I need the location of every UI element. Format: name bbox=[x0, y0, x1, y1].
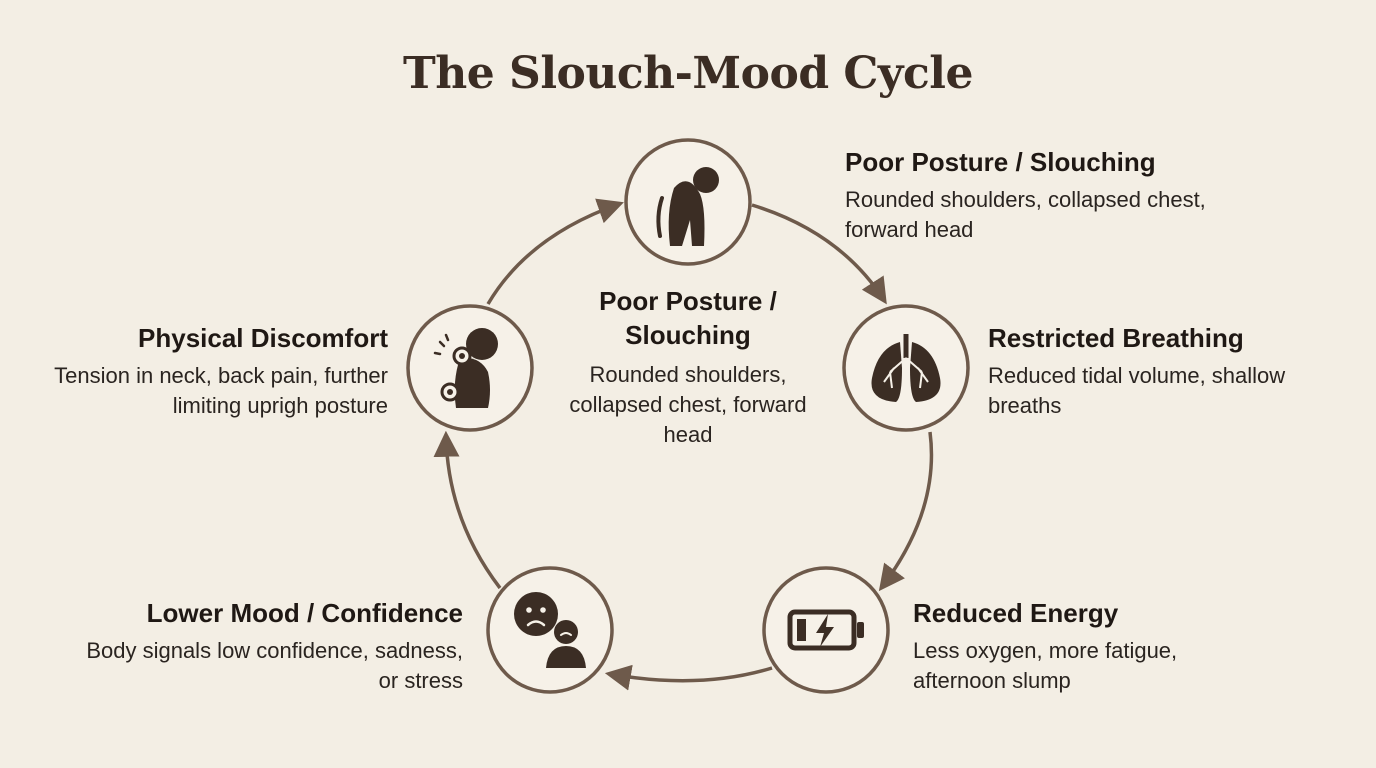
low-battery-icon bbox=[787, 609, 864, 651]
label-energy: Reduced Energy Less oxygen, more fatigue… bbox=[913, 597, 1273, 696]
label-heading: Physical Discomfort bbox=[138, 323, 388, 353]
node-posture bbox=[624, 138, 752, 266]
label-posture: Poor Posture / Slouching Rounded shoulde… bbox=[845, 146, 1225, 245]
center-heading: Poor Posture / Slouching bbox=[599, 286, 777, 350]
label-breathing: Restricted Breathing Reduced tidal volum… bbox=[988, 322, 1318, 421]
node-discomfort bbox=[406, 304, 534, 432]
label-description: Body signals low confidence, sadness, or… bbox=[86, 637, 463, 693]
label-description: Reduced tidal volume, shallow breaths bbox=[988, 362, 1286, 418]
arrow-mood-to-discomfort bbox=[433, 430, 502, 590]
center-description: Rounded shoulders, collapsed chest, forw… bbox=[569, 362, 807, 447]
slouching-person-icon bbox=[656, 167, 719, 247]
label-heading: Poor Posture / Slouching bbox=[845, 147, 1156, 177]
label-description: Less oxygen, more fatigue, afternoon slu… bbox=[913, 637, 1178, 693]
label-discomfort: Physical Discomfort Tension in neck, bac… bbox=[20, 322, 388, 421]
pain-points-icon bbox=[433, 328, 498, 408]
label-description: Tension in neck, back pain, further limi… bbox=[54, 362, 388, 418]
sad-faces-icon bbox=[514, 592, 586, 668]
node-breathing bbox=[842, 304, 970, 432]
arrow-posture-to-breathing bbox=[751, 203, 887, 305]
label-heading: Lower Mood / Confidence bbox=[146, 598, 463, 628]
center-label: Poor Posture / Slouching Rounded shoulde… bbox=[548, 284, 828, 450]
page-title: The Slouch-Mood Cycle bbox=[403, 48, 974, 99]
arrow-discomfort-to-posture bbox=[486, 198, 624, 305]
label-mood: Lower Mood / Confidence Body signals low… bbox=[70, 597, 463, 696]
label-description: Rounded shoulders, collapsed chest, forw… bbox=[845, 186, 1206, 242]
arrow-breathing-to-energy bbox=[878, 431, 934, 592]
lungs-icon bbox=[871, 334, 941, 402]
node-mood bbox=[486, 566, 614, 694]
label-heading: Reduced Energy bbox=[913, 598, 1119, 628]
arrow-energy-to-mood bbox=[604, 664, 773, 691]
node-energy bbox=[762, 566, 890, 694]
label-heading: Restricted Breathing bbox=[988, 323, 1244, 353]
